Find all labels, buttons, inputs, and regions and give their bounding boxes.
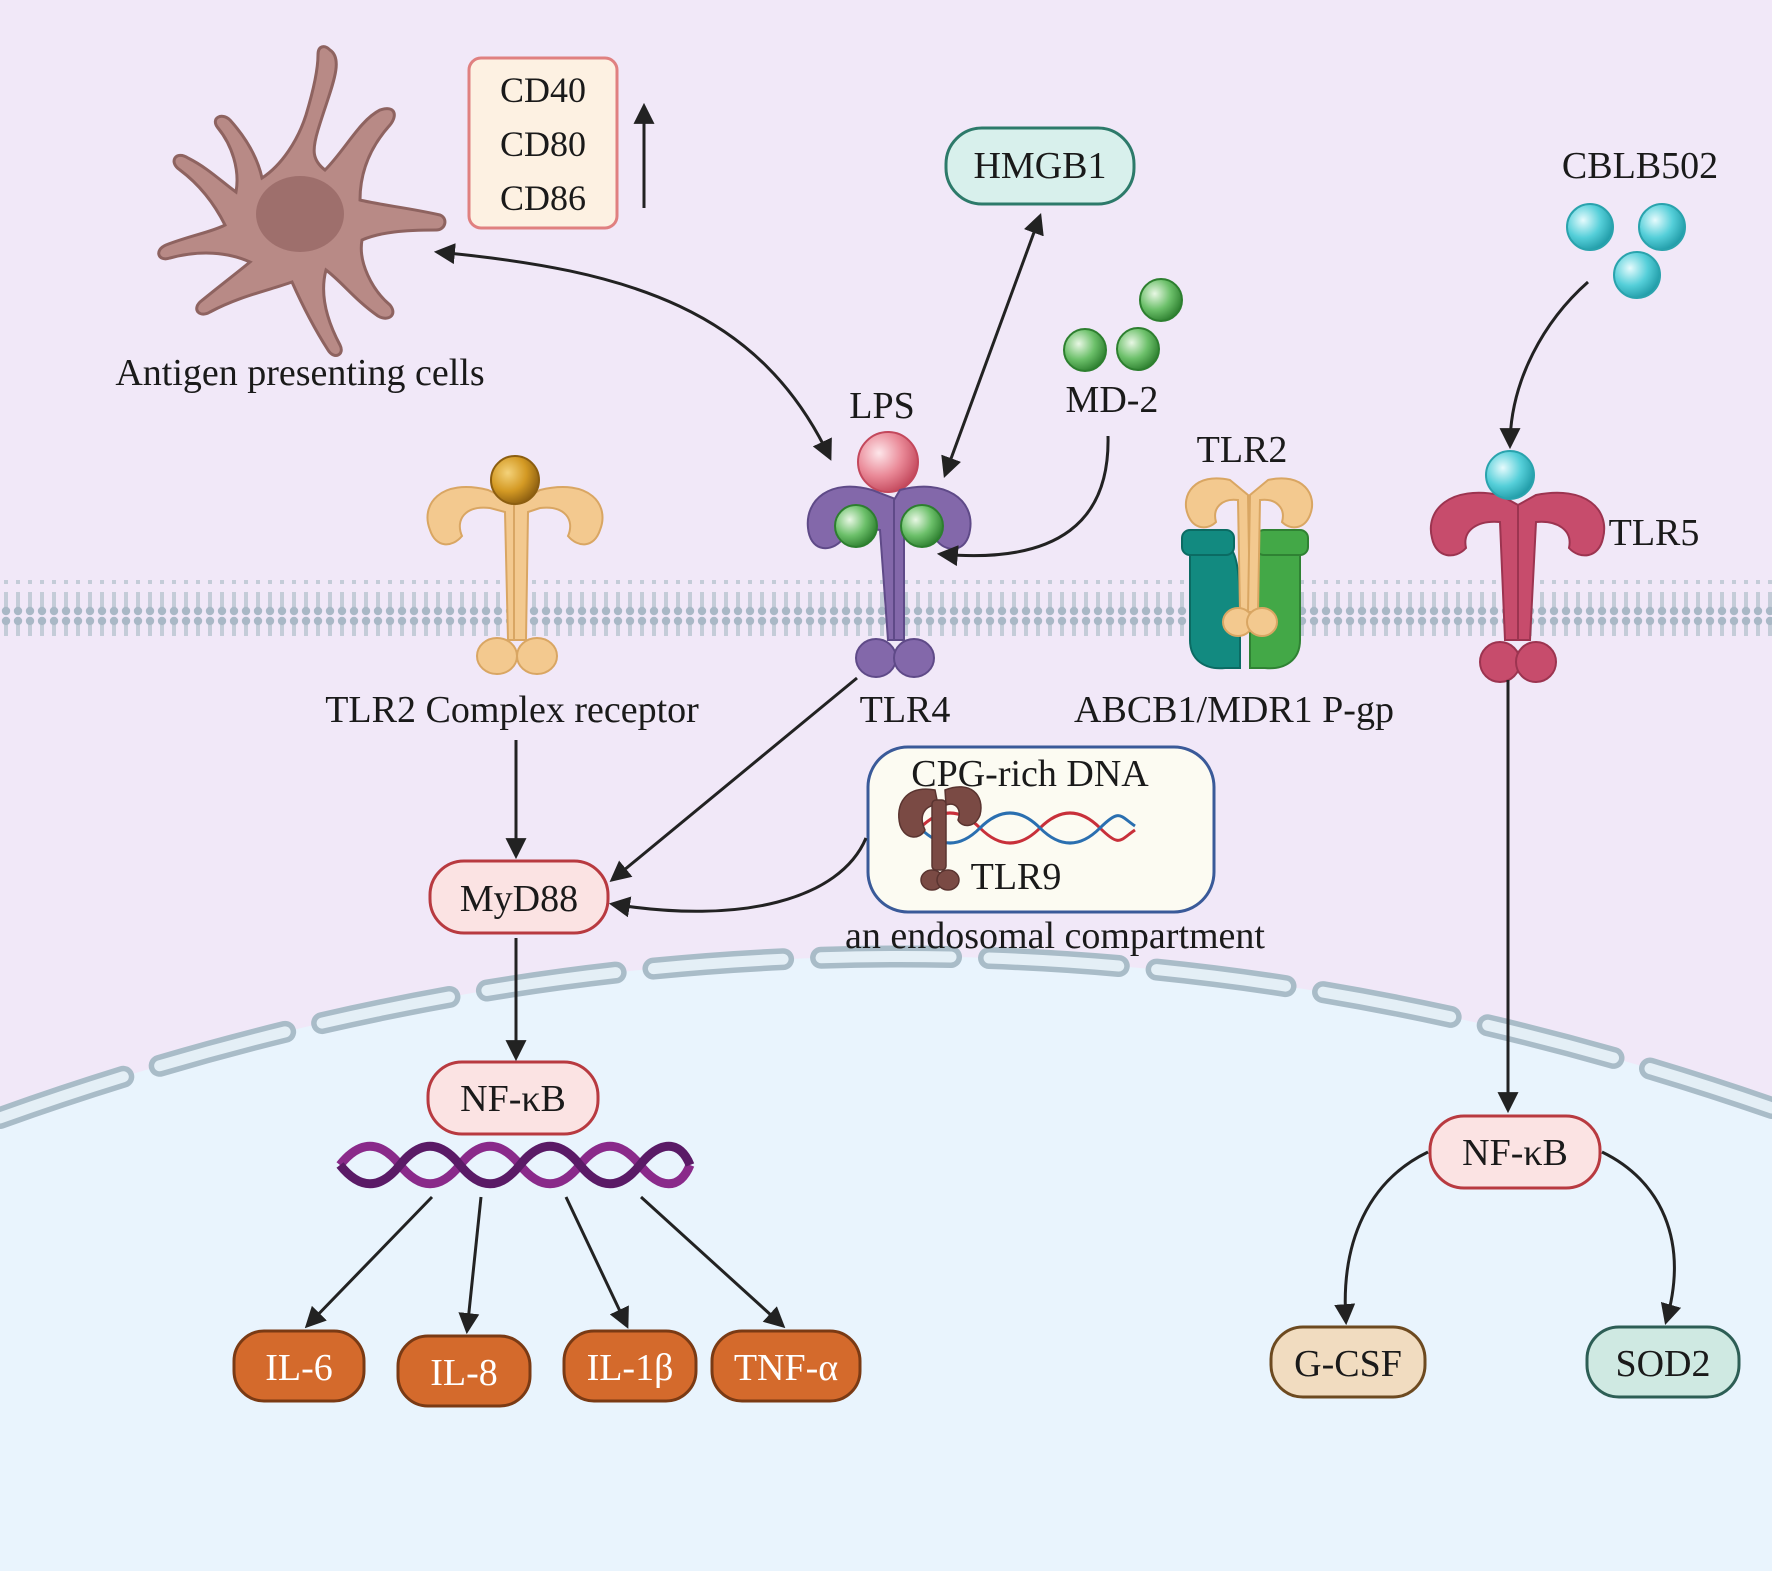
- pgp-label: ABCB1/MDR1 P-gp: [1074, 689, 1394, 731]
- md2-molecule: [1116, 327, 1160, 371]
- md2-molecule: [1139, 278, 1183, 322]
- nuclear-dna: [336, 1141, 695, 1189]
- costim-markers-box: CD40 CD80 CD86: [467, 56, 619, 230]
- arrow-cblb502-tlr5: [1499, 280, 1589, 450]
- arrow-tlr9-myd88: [608, 837, 868, 918]
- cblb502-molecule: [1638, 203, 1686, 251]
- cd86-label: CD86: [500, 178, 586, 218]
- arrow-nfkb-gcsf: [1334, 1150, 1429, 1326]
- hmgb1-label: HMGB1: [973, 145, 1106, 187]
- myd88-label: MyD88: [460, 878, 578, 920]
- antigen-presenting-cell: [157, 45, 447, 357]
- myd88-box: MyD88: [428, 859, 610, 935]
- nfkb-left-label: NF-κB: [460, 1078, 566, 1120]
- tlr5-label: TLR5: [1609, 512, 1700, 554]
- tlr2-receptor: [1184, 477, 1314, 637]
- arrow-apc-tlr4: [433, 243, 832, 461]
- md2-molecule: [1063, 328, 1107, 372]
- il1b-label: IL-1β: [587, 1347, 674, 1389]
- sod2-box: SOD2: [1585, 1325, 1741, 1399]
- tlr9-receptor: [898, 786, 982, 891]
- lps-molecule: [857, 431, 919, 493]
- il6-label: IL-6: [265, 1347, 333, 1389]
- arrow-dna-il6: [304, 1195, 434, 1329]
- cd80-label: CD80: [500, 124, 586, 164]
- cblb502-bound-molecule: [1485, 450, 1535, 500]
- tnfa-label: TNF-α: [734, 1347, 838, 1389]
- nuclear-envelope: [0, 945, 1772, 1129]
- apc-label: Antigen presenting cells: [115, 352, 484, 394]
- tlr2-complex-label: TLR2 Complex receptor: [325, 689, 699, 731]
- sod2-label: SOD2: [1615, 1343, 1710, 1385]
- arrow-md2-tlr4: [936, 435, 1110, 567]
- arrow-nfkb-sod2: [1601, 1150, 1682, 1326]
- nfkb-left-box: NF-κB: [426, 1060, 600, 1136]
- md2-bound-molecule: [834, 504, 878, 548]
- endosome-box: CPG-rich DNA TLR9: [866, 745, 1216, 914]
- cblb502-molecule: [1566, 203, 1614, 251]
- gcsf-box: G-CSF: [1269, 1325, 1427, 1399]
- tlr2-top-label: TLR2: [1197, 429, 1288, 471]
- arrows: [304, 213, 1682, 1335]
- tlr5-receptor: [1429, 491, 1606, 683]
- md2-bound-molecule: [900, 504, 944, 548]
- arrow-dna-tnfa: [639, 1195, 786, 1329]
- arrow-tlr4-myd88: [609, 676, 858, 883]
- tlr2-complex-receptor: [426, 486, 604, 675]
- arrow-dna-il8: [458, 1196, 483, 1335]
- arrow-dna-il1b: [564, 1196, 629, 1329]
- il8-box: IL-8: [396, 1334, 532, 1408]
- endosome-label: an endosomal compartment: [845, 915, 1265, 957]
- tlr2-ligand: [490, 455, 540, 505]
- lps-label: LPS: [849, 385, 914, 427]
- hmgb1-box: HMGB1: [944, 126, 1136, 206]
- nucleus: [0, 956, 1772, 1571]
- apc-nucleus: [256, 176, 344, 252]
- nfkb-right-box: NF-κB: [1428, 1114, 1602, 1190]
- tlr4-label: TLR4: [860, 689, 951, 731]
- nfkb-right-label: NF-κB: [1462, 1132, 1568, 1174]
- md2-label: MD-2: [1066, 379, 1159, 421]
- cblb502-molecule: [1613, 251, 1661, 299]
- gcsf-label: G-CSF: [1294, 1343, 1402, 1385]
- tlr9-label: TLR9: [971, 856, 1062, 898]
- il6-box: IL-6: [232, 1329, 366, 1403]
- cd40-label: CD40: [500, 70, 586, 110]
- il1b-box: IL-1β: [562, 1329, 698, 1403]
- il8-label: IL-8: [430, 1352, 498, 1394]
- tnfa-box: TNF-α: [710, 1329, 862, 1403]
- arrow-hmgb1-tlr4: [941, 213, 1044, 478]
- cblb502-label: CBLB502: [1562, 145, 1718, 187]
